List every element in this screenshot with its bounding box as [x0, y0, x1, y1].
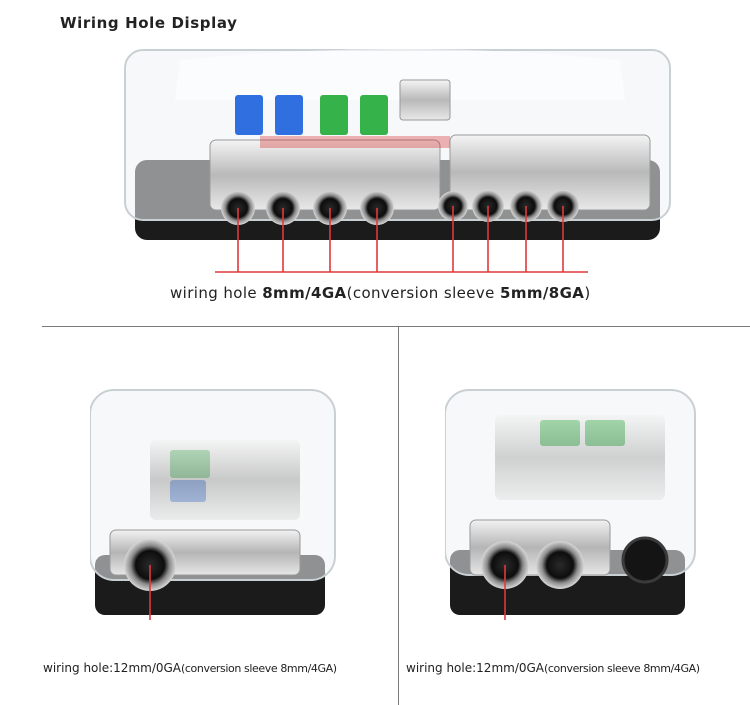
caption-prefix: wiring hole:	[406, 661, 477, 675]
vertical-divider	[398, 327, 399, 705]
left-caption: wiring hole:12mm/0GA(conversion sleeve 8…	[43, 661, 337, 675]
fuse-block-side-photo-right	[445, 389, 696, 620]
fuse-block-side-photo-left	[90, 389, 336, 620]
caption-prefix: wiring hole:	[43, 661, 114, 675]
caption-size: 8mm/4GA	[262, 284, 347, 302]
leader-lines	[215, 206, 588, 273]
top-caption: wiring hole 8mm/4GA(conversion sleeve 5m…	[170, 284, 710, 302]
caption-size: 12mm/0GA	[476, 661, 545, 675]
fuse-green	[320, 95, 348, 135]
caption-middle: (conversion sleeve	[346, 284, 495, 302]
caption-suffix: )	[584, 284, 591, 302]
fuse-green	[360, 95, 388, 135]
caption-middle: (conversion sleeve 8mm/4GA)	[544, 662, 700, 675]
horizontal-divider	[42, 326, 750, 327]
fuse-blue	[275, 95, 303, 135]
fuse-blue	[235, 95, 263, 135]
right-caption: wiring hole:12mm/0GA(conversion sleeve 8…	[406, 661, 700, 675]
caption-prefix: wiring hole	[170, 284, 258, 302]
page-title: Wiring Hole Display	[60, 14, 238, 32]
caption-middle: (conversion sleeve 8mm/4GA)	[181, 662, 337, 675]
caption-size: 12mm/0GA	[113, 661, 182, 675]
fuse-block-front-photo	[124, 49, 671, 273]
caption-size2: 5mm/8GA	[499, 284, 585, 302]
